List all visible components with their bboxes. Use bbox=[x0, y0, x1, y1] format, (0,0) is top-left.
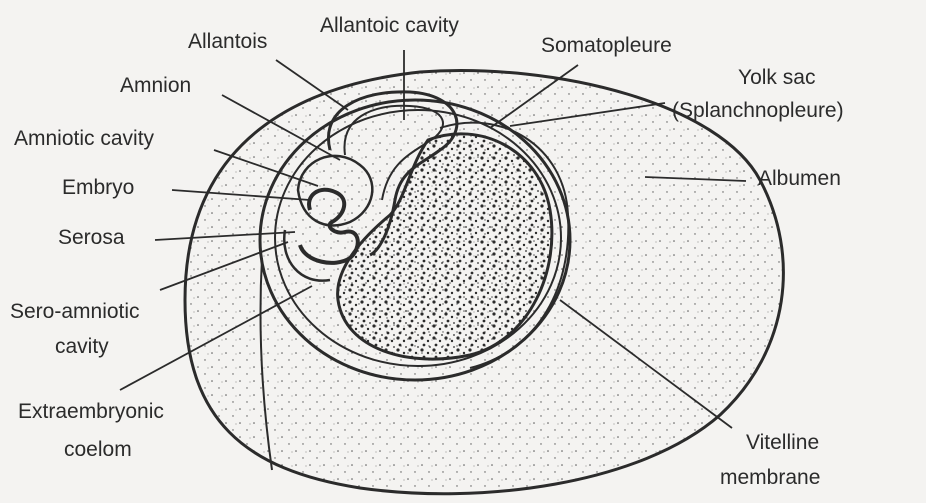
label-yolk-sac-2: (Splanchnopleure) bbox=[672, 99, 844, 122]
label-allantoic-cavity: Allantoic cavity bbox=[320, 14, 459, 37]
label-embryo: Embryo bbox=[62, 176, 134, 199]
label-somatopleure: Somatopleure bbox=[541, 34, 672, 57]
label-extraembryonic-2: coelom bbox=[64, 438, 132, 461]
label-sero-amniotic-1: Sero-amniotic bbox=[10, 300, 140, 323]
label-amniotic-cavity: Amniotic cavity bbox=[14, 127, 155, 150]
label-extraembryonic-1: Extraembryonic bbox=[18, 400, 164, 423]
label-yolk-sac-1: Yolk sac bbox=[738, 66, 815, 89]
label-sero-amniotic-2: cavity bbox=[55, 335, 109, 358]
label-vitelline-2: membrane bbox=[720, 466, 820, 489]
label-allantois: Allantois bbox=[188, 30, 267, 53]
label-vitelline-1: Vitelline bbox=[746, 431, 819, 454]
label-amnion: Amnion bbox=[120, 74, 191, 97]
label-albumen: Albumen bbox=[758, 167, 841, 190]
label-serosa: Serosa bbox=[58, 226, 125, 249]
